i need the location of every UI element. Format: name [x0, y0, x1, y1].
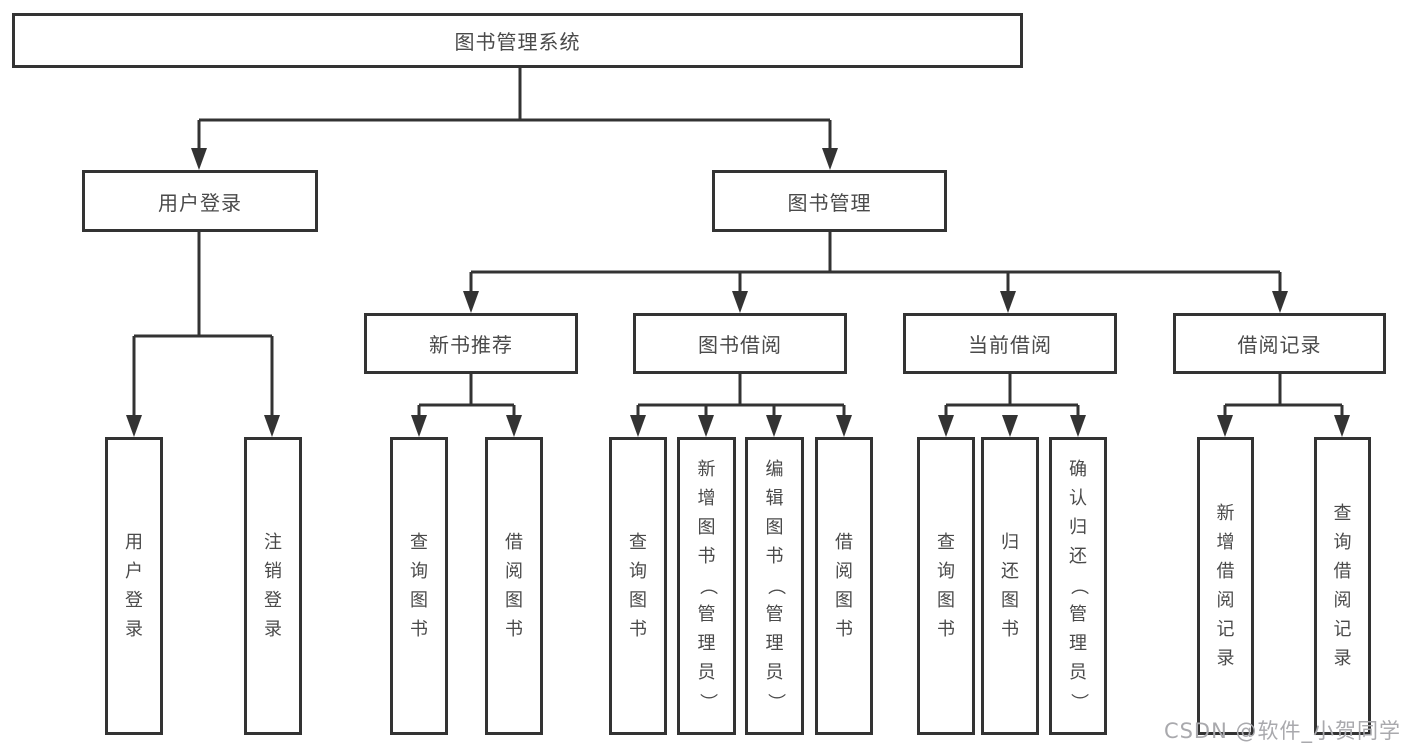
leaf-query-book-recommend: 查询图书 — [390, 437, 448, 735]
leaf-confirm-return-admin: 确认归还（管理员） — [1049, 437, 1107, 735]
leaf-query-borrow-record: 查询借阅记录 — [1314, 437, 1371, 735]
watermark: CSDN @软件_小贺同学 — [1163, 719, 1401, 743]
leaf-edit-book-admin: 编辑图书（管理员） — [745, 437, 804, 735]
leaf-add-book-admin: 新增图书（管理员） — [677, 437, 736, 735]
node-root-system: 图书管理系统 — [12, 13, 1023, 68]
node-book-management: 图书管理 — [712, 170, 947, 232]
node-book-borrow: 图书借阅 — [633, 313, 847, 374]
leaf-return-book: 归还图书 — [981, 437, 1039, 735]
leaf-borrow-book: 借阅图书 — [815, 437, 873, 735]
node-borrow-record: 借阅记录 — [1173, 313, 1386, 374]
leaf-query-book-borrow: 查询图书 — [609, 437, 667, 735]
node-new-book-recommend: 新书推荐 — [364, 313, 578, 374]
node-current-borrow: 当前借阅 — [903, 313, 1117, 374]
leaf-query-book-current: 查询图书 — [917, 437, 975, 735]
leaf-borrow-book-recommend: 借阅图书 — [485, 437, 543, 735]
leaf-logout: 注销登录 — [244, 437, 302, 735]
leaf-user-login: 用户登录 — [105, 437, 163, 735]
node-user-login: 用户登录 — [82, 170, 318, 232]
leaf-add-borrow-record: 新增借阅记录 — [1197, 437, 1254, 735]
